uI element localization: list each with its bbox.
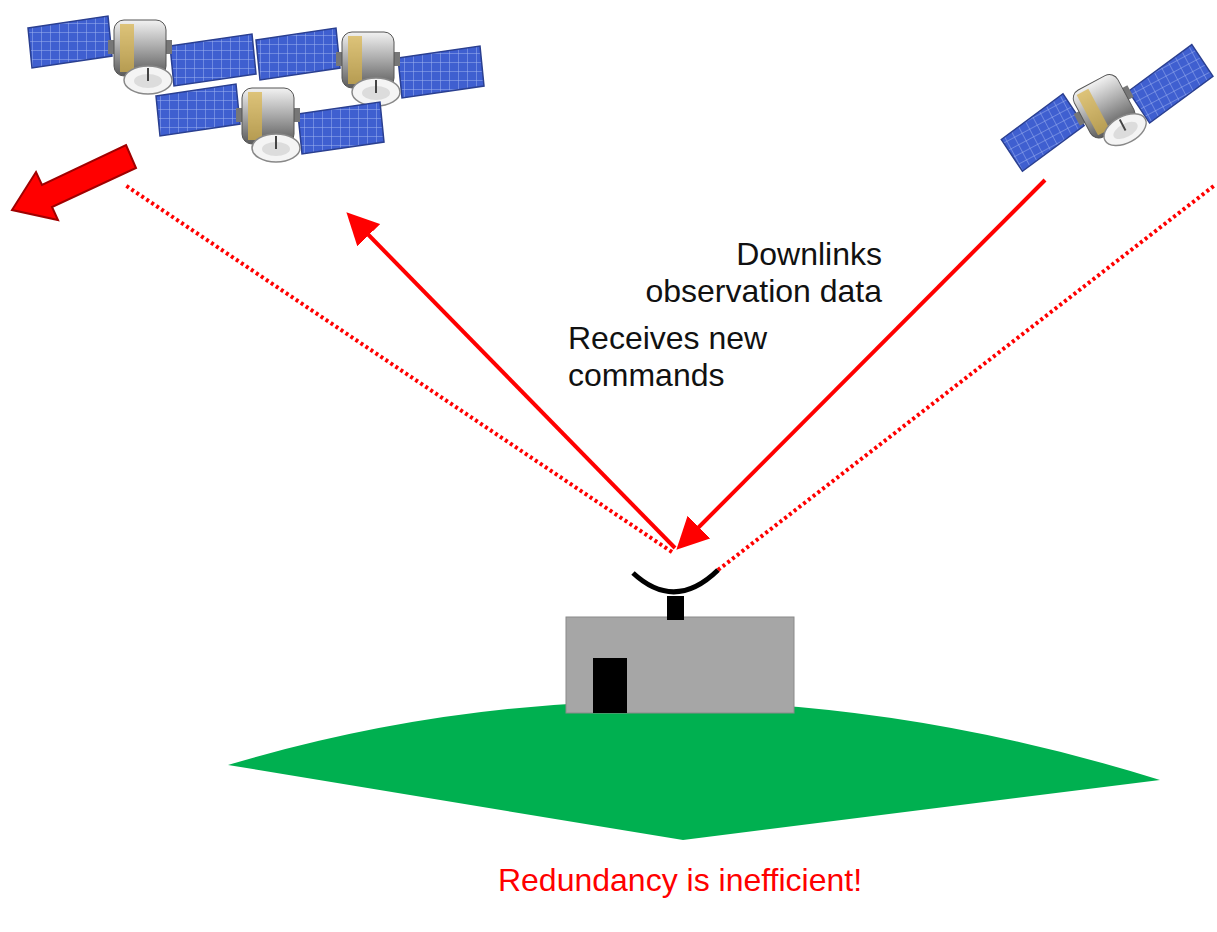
note-text: Redundancy is inefficient! xyxy=(380,862,980,899)
station-door xyxy=(593,658,627,713)
departure-arrow xyxy=(12,145,136,220)
satellite xyxy=(996,28,1217,195)
satellite xyxy=(28,16,256,94)
arrow-label: Receives new commands xyxy=(568,320,800,394)
arrow-label: Downlinks observation data xyxy=(612,236,882,310)
downlink-arrow xyxy=(682,180,1045,544)
antenna-dish xyxy=(633,570,718,592)
station-building xyxy=(566,617,794,713)
dish-mount xyxy=(667,596,684,620)
satellite xyxy=(156,84,384,162)
ground xyxy=(228,701,1160,840)
